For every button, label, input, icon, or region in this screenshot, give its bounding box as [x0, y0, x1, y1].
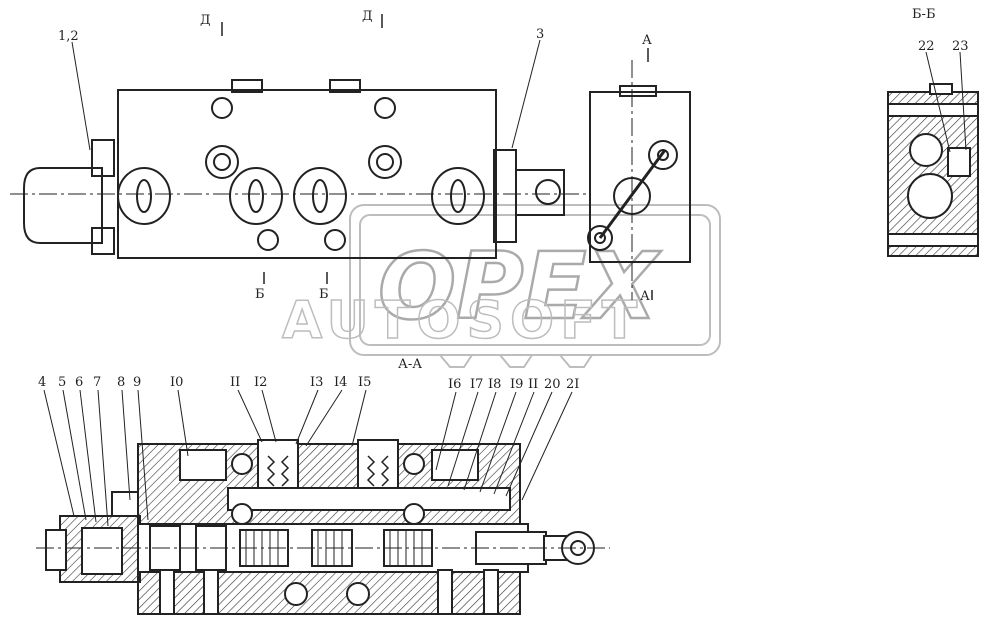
callout-11: II	[230, 375, 240, 390]
top-leaders	[71, 39, 541, 151]
section-view-title: А-А	[398, 357, 422, 372]
section-mark-a1: А	[642, 33, 652, 48]
callout-14: I4	[334, 375, 347, 390]
section-mark-d1: Д	[200, 13, 211, 28]
callout-10: I0	[170, 375, 183, 390]
section-marks	[221, 14, 653, 300]
callout-17: I7	[470, 377, 483, 392]
callout-8: 8	[117, 375, 125, 390]
callout-13: I3	[310, 375, 323, 390]
section-leaders	[43, 389, 573, 527]
callout-4: 4	[38, 375, 46, 390]
callout-1-2: 1,2	[58, 29, 79, 44]
section-mark-b1: Б	[255, 287, 265, 302]
section-mark-a2: А	[640, 289, 650, 304]
callout-5: 5	[58, 375, 66, 390]
top-view	[10, 60, 691, 300]
section-mark-d2: Д	[362, 9, 373, 24]
side-view	[887, 51, 979, 257]
callout-16: I6	[448, 377, 461, 392]
callout-15: I5	[358, 375, 371, 390]
callout-22: 22	[918, 39, 935, 54]
watermark: OPEX AUTOSOFT	[281, 204, 721, 368]
callout-23: 23	[952, 39, 969, 54]
callout-20: 20	[544, 377, 561, 392]
callout-12: I2	[254, 375, 267, 390]
section-view	[36, 439, 610, 615]
callout-18: I8	[488, 377, 501, 392]
callout-3: 3	[536, 27, 544, 42]
callout-9: 9	[133, 375, 141, 390]
callout-7: 7	[93, 375, 101, 390]
watermark-logo: OPEX	[378, 233, 661, 340]
section-mark-b2: Б	[319, 287, 329, 302]
callout-21: 2I	[566, 377, 579, 392]
side-view-title: Б-Б	[912, 7, 936, 22]
callout-11b: II	[528, 377, 538, 392]
callout-19: I9	[510, 377, 523, 392]
watermark-text: AUTOSOFT	[282, 291, 643, 351]
callout-6: 6	[75, 375, 83, 390]
